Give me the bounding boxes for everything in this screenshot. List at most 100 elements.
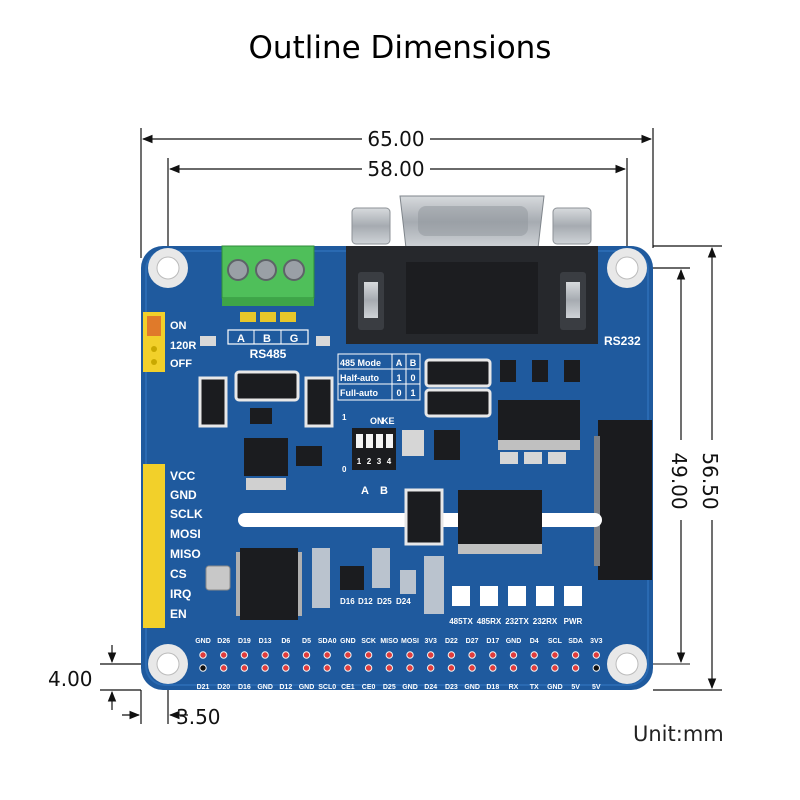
spi-gnd: GND (170, 488, 197, 502)
dip-num-1: 1 (357, 457, 362, 466)
gpio-pin-10-1 (406, 664, 414, 672)
smd-caps-top (424, 358, 580, 418)
diode-mid-2 (424, 388, 492, 418)
led-label-232rx: 232RX (533, 617, 558, 626)
db9-body (346, 246, 598, 344)
gpio-pin-14-1 (489, 664, 497, 672)
gpio-bottom-label-2: D16 (238, 684, 251, 691)
diode-left (198, 376, 228, 428)
led-485rx (480, 586, 498, 606)
gpio-bottom-label-6: SCL0 (318, 684, 336, 691)
dim-hole-offset-x: 3.50 (176, 705, 221, 729)
mode-table-full: Full-auto (340, 388, 378, 398)
jumper-pin-3 (151, 359, 157, 365)
gpio-pin-4-1 (282, 664, 290, 672)
dip-switch-4 (386, 434, 393, 448)
transistor-3 (532, 360, 548, 382)
ic-sp3232 (498, 400, 580, 440)
gpio-pin-5-0 (302, 651, 311, 659)
side-connector-pins (594, 436, 600, 566)
gpio-top-label-14: D17 (486, 638, 499, 645)
dip-switch: 1 ON KE 1 2 3 4 0 A B (342, 413, 460, 497)
gpio-pin-9-1 (385, 664, 393, 672)
terminal-lip (222, 298, 314, 306)
gpio-pin-13-0 (468, 651, 476, 659)
db9-center (406, 262, 538, 334)
mode-table-header-mode: 485 Mode (340, 358, 381, 368)
diode-right (304, 376, 334, 428)
gpio-pin-1-1 (220, 664, 228, 672)
terminal-pin-b (260, 312, 276, 322)
gpio-pin-11-0 (427, 651, 435, 659)
gpio-pin-13-1 (468, 664, 476, 672)
led-232rx (536, 586, 554, 606)
gpio-pin-15-1 (509, 664, 518, 672)
gpio-top-label-2: D19 (238, 638, 251, 645)
spi-en: EN (170, 607, 187, 621)
diode-top (234, 370, 300, 402)
gpio-top-label-12: D22 (445, 638, 458, 645)
resistor-col-4 (400, 570, 416, 594)
gpio-bottom-label-4: D12 (279, 684, 292, 691)
dip-num-3: 3 (377, 457, 382, 466)
side-connector (598, 420, 652, 580)
jumper-smd (200, 336, 216, 346)
gpio-top-label-11: 3V3 (424, 638, 437, 645)
gpio-pin-16-1 (530, 664, 538, 672)
terminal-block: A B G RS485 (221, 245, 315, 361)
mid-labels: D16 D12 D25 D24 (340, 597, 411, 606)
ic-spi-pins-r (298, 552, 302, 616)
gpio-pin-3-0 (261, 651, 269, 659)
gpio-pins (199, 651, 600, 672)
cap-1 (500, 452, 518, 464)
gpio-pin-5-1 (302, 664, 311, 672)
gpio-top-label-6: SDA0 (318, 638, 337, 645)
gpio-pin-2-1 (240, 664, 249, 672)
gpio-bottom-label-19: 5V (592, 684, 601, 691)
ic-small-1 (296, 446, 322, 466)
mode-table-header-a: A (396, 358, 403, 368)
mode-table-full-a: 0 (396, 388, 401, 398)
smd-right-of-terminal (316, 336, 330, 346)
gpio-top-label-5: D5 (302, 638, 311, 645)
dimension-values: 65.00 58.00 56.50 49.00 4.00 3.50 (48, 127, 722, 729)
rs485-transceiver (244, 438, 322, 490)
gpio-pin-15-0 (509, 651, 518, 659)
hole-tl (156, 256, 180, 280)
mode-table-full-b: 1 (410, 388, 415, 398)
gpio-bottom-label-7: CE1 (341, 684, 355, 691)
crystal (205, 565, 231, 591)
dip-switch-2 (366, 434, 373, 448)
gpio-top-label-13: D27 (466, 638, 479, 645)
rs232-ic (498, 400, 580, 464)
ic-spi-pins-l (236, 552, 240, 616)
mode-table-text: 485 Mode A B Half-auto 1 0 Full-auto 0 1 (340, 358, 417, 398)
dip-on-label: ON (370, 416, 384, 426)
led-232tx (508, 586, 526, 606)
db9-connector (351, 195, 592, 249)
led-label-pwr: PWR (564, 617, 583, 626)
hole-br (615, 652, 639, 676)
gpio-pin-8-0 (364, 651, 373, 659)
rs485-label: RS485 (250, 347, 287, 361)
diode-mid-1 (424, 358, 492, 388)
status-leds: 485TX 485RX 232TX 232RX PWR (449, 586, 583, 626)
gpio-pin-7-1 (344, 664, 352, 672)
db9-face (418, 206, 528, 236)
gpio-bottom-label-13: GND (464, 684, 480, 691)
rs485-protection (198, 370, 334, 428)
terminal-label-g: G (290, 333, 299, 345)
gpio-pin-7-0 (344, 651, 352, 659)
hole-bl (156, 652, 180, 676)
dip-label-a: A (361, 485, 369, 497)
gpio-pin-2-0 (240, 651, 249, 659)
terminal-label-box (227, 329, 309, 345)
jumper-120r: ON 120R OFF (143, 312, 330, 372)
ic-uart-bridge (458, 490, 542, 544)
dip-switch-3 (376, 434, 383, 448)
jumper-cap (147, 316, 161, 336)
dim-overall-height: 56.50 (698, 452, 722, 509)
hole-tr (615, 256, 639, 280)
led-label-485tx: 485TX (449, 617, 473, 626)
spi-header-body (143, 464, 165, 628)
